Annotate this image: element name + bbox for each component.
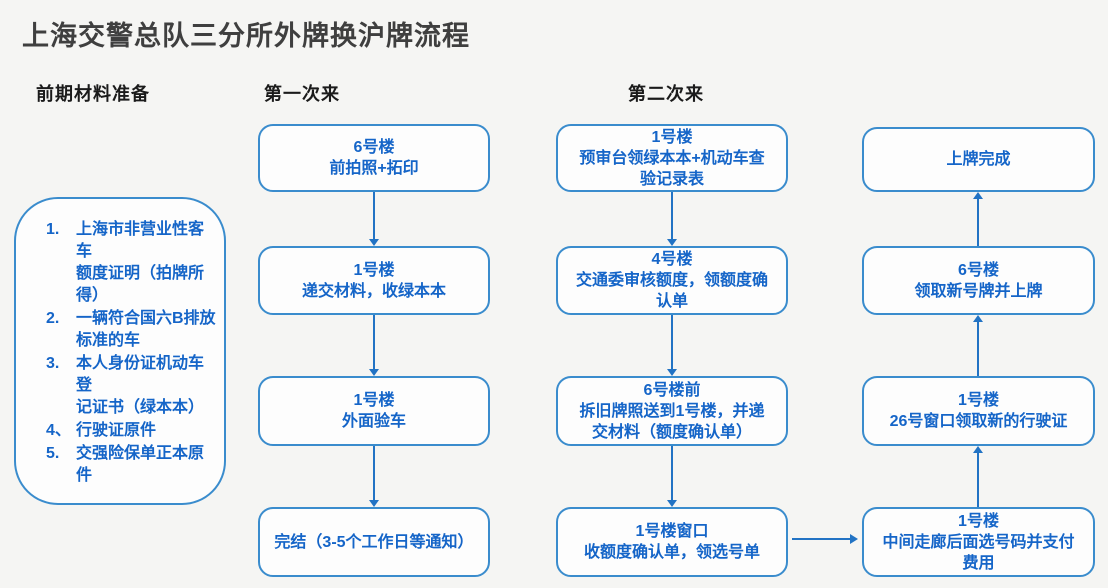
step-box-second-visit-4: 1号楼窗口 收额度确认单，领选号单 [556,507,788,577]
step-location: 6号楼 [958,261,999,279]
step-location: 1号楼 [651,128,693,146]
step-location: 6号楼前 [643,381,701,399]
list-item-text: 行驶证原件 [76,421,157,439]
step-action: 领取新号牌并上牌 [914,282,1043,300]
section-header-materials: 前期材料准备 [36,84,150,104]
arrow-down-icon [667,315,677,376]
arrow-down-icon [667,446,677,507]
arrow-down-icon [369,315,379,376]
step-action: 前拍照+拓印 [329,160,419,177]
step-action: 完结（3-5个工作日等通知） [274,533,474,551]
step-action: 递交材料，收绿本本 [301,282,446,300]
step-box-completion-2: 6号楼 领取新号牌并上牌 [862,246,1095,315]
list-item: 3. 本人身份证机动车登 记证书（绿本本） [46,353,216,419]
step-box-second-visit-3: 6号楼前 拆旧牌照送到1号楼，并递交材料（额度确认单） [556,376,788,446]
arrow-up-icon [973,192,983,246]
step-location: 1号楼 [958,392,999,409]
step-location: 1号楼 [353,261,395,279]
list-item-number: 1. [46,220,60,238]
page-title: 上海交警总队三分所外牌换沪牌流程 [22,21,470,51]
step-action: 收额度确认单，领选号单 [583,544,760,561]
list-item-text: 一辆符合国六B排放 标准的车 [76,309,216,349]
list-item-number: 3. [46,354,60,372]
step-action: 上牌完成 [946,151,1011,168]
list-item: 2. 一辆符合国六B排放 标准的车 [46,308,216,352]
list-item-number: 5. [46,444,60,462]
step-location: 1号楼 [353,392,395,409]
step-action: 预审台领绿本本+机动车查验记录表 [579,149,765,188]
step-action: 中间走廊后面选号码并支付费用 [882,533,1075,572]
arrow-up-icon [973,315,983,376]
step-box-first-visit-4: 完结（3-5个工作日等通知） [258,507,490,577]
list-item-number: 4、 [46,421,71,439]
step-box-completion-4: 1号楼 中间走廊后面选号码并支付费用 [862,507,1095,577]
step-location: 1号楼 [958,512,999,530]
arrow-up-icon [973,446,983,507]
step-location: 6号楼 [353,139,395,156]
step-box-first-visit-3: 1号楼 外面验车 [258,376,490,446]
section-header-second-visit: 第二次来 [628,84,704,104]
step-box-completion-3: 1号楼 26号窗口领取新的行驶证 [862,376,1095,446]
step-box-first-visit-2: 1号楼 递交材料，收绿本本 [258,246,490,315]
step-box-first-visit-1: 6号楼 前拍照+拓印 [258,124,490,192]
step-box-second-visit-2: 4号楼 交通委审核额度，领额度确认单 [556,246,788,315]
step-box-completion-done: 上牌完成 [862,127,1095,192]
list-item-text: 本人身份证机动车登 记证书（绿本本） [76,354,205,416]
step-location: 4号楼 [651,251,693,268]
step-action: 交通委审核额度，领额度确认单 [575,272,768,310]
arrow-down-icon [369,446,379,507]
list-item-text: 上海市非营业性客车 额度证明（拍牌所得） [76,220,205,304]
section-header-first-visit: 第一次来 [264,84,340,104]
arrow-down-icon [667,192,677,246]
step-location: 1号楼窗口 [635,523,709,540]
step-action: 拆旧牌照送到1号楼，并递交材料（额度确认单） [579,402,765,441]
list-item-text: 交强险保单正本原件 [76,444,205,484]
materials-list-box: 1. 上海市非营业性客车 额度证明（拍牌所得） 2. 一辆符合国六B排放 标准的… [14,197,226,505]
arrow-right-icon [792,534,858,544]
arrow-down-icon [369,192,379,246]
list-item: 5. 交强险保单正本原件 [46,443,216,487]
step-box-second-visit-1: 1号楼 预审台领绿本本+机动车查验记录表 [556,124,788,192]
list-item: 4、 行驶证原件 [46,420,216,442]
list-item: 1. 上海市非营业性客车 额度证明（拍牌所得） [46,219,216,307]
step-action: 外面验车 [341,413,406,430]
list-item-number: 2. [46,309,60,327]
step-action: 26号窗口领取新的行驶证 [889,413,1068,430]
